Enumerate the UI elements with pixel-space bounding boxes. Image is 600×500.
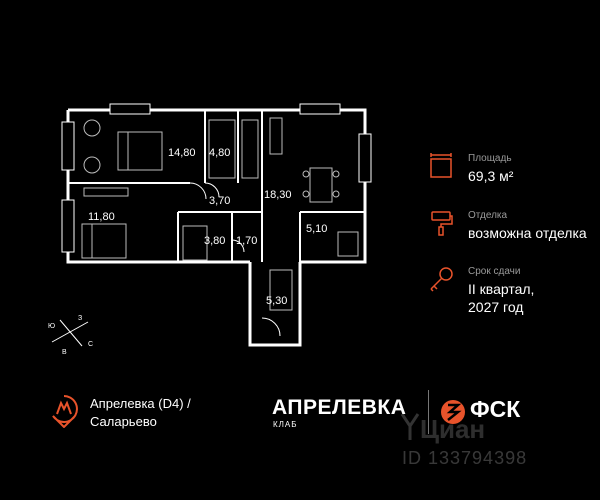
room-area-label: 4,80 (209, 147, 230, 159)
cian-watermark-icon (400, 413, 420, 440)
room-area-label: 18,30 (264, 189, 292, 201)
finish-value: возможна отделка (468, 225, 587, 241)
compass-w: Ю (48, 323, 55, 330)
metro-station-2: Саларьево (90, 414, 157, 429)
windows (61, 103, 372, 253)
key-icon (430, 267, 453, 292)
deadline-label: Срок сдачи (468, 266, 521, 277)
furniture (81, 117, 359, 311)
doors (189, 182, 281, 337)
area-icon (430, 153, 452, 178)
room-area-label: 1,70 (236, 235, 257, 247)
area-label: Площадь (468, 153, 512, 164)
listing-id: ID 133794398 (402, 448, 528, 468)
finish-label: Отделка (468, 210, 508, 221)
room-area-label: 3,70 (209, 195, 230, 207)
room-area-label: 5,10 (306, 223, 327, 235)
paint-roller-icon (431, 211, 453, 236)
cian-watermark: Циан (420, 414, 486, 444)
fsk-logo-icon (441, 400, 465, 424)
deadline-value-line2: 2027 год (468, 299, 524, 315)
room-area-label: 3,80 (204, 235, 225, 247)
deadline-value-line1: II квартал, (468, 281, 535, 297)
compass-n: З (78, 315, 82, 322)
inner-walls (68, 110, 365, 262)
brand-logo: АПРЕЛЕВКА (272, 396, 407, 419)
compass: Ю З В С (48, 315, 93, 356)
area-value: 69,3 м² (468, 168, 514, 184)
room-area-label: 14,80 (168, 147, 196, 159)
developer-logo: ФСК (470, 396, 521, 422)
room-labels: 14,80 4,80 3,70 18,30 11,80 3,80 1,70 5,… (88, 147, 327, 307)
logo-divider (428, 390, 429, 434)
compass-e: С (88, 341, 93, 348)
metro-station-1: Апрелевка (D4) / (90, 396, 191, 411)
brand-sub: КЛАБ (273, 420, 298, 429)
metro-icon (52, 395, 78, 428)
room-area-label: 11,80 (88, 211, 115, 223)
room-area-label: 5,30 (266, 295, 287, 307)
compass-s: В (62, 349, 67, 356)
